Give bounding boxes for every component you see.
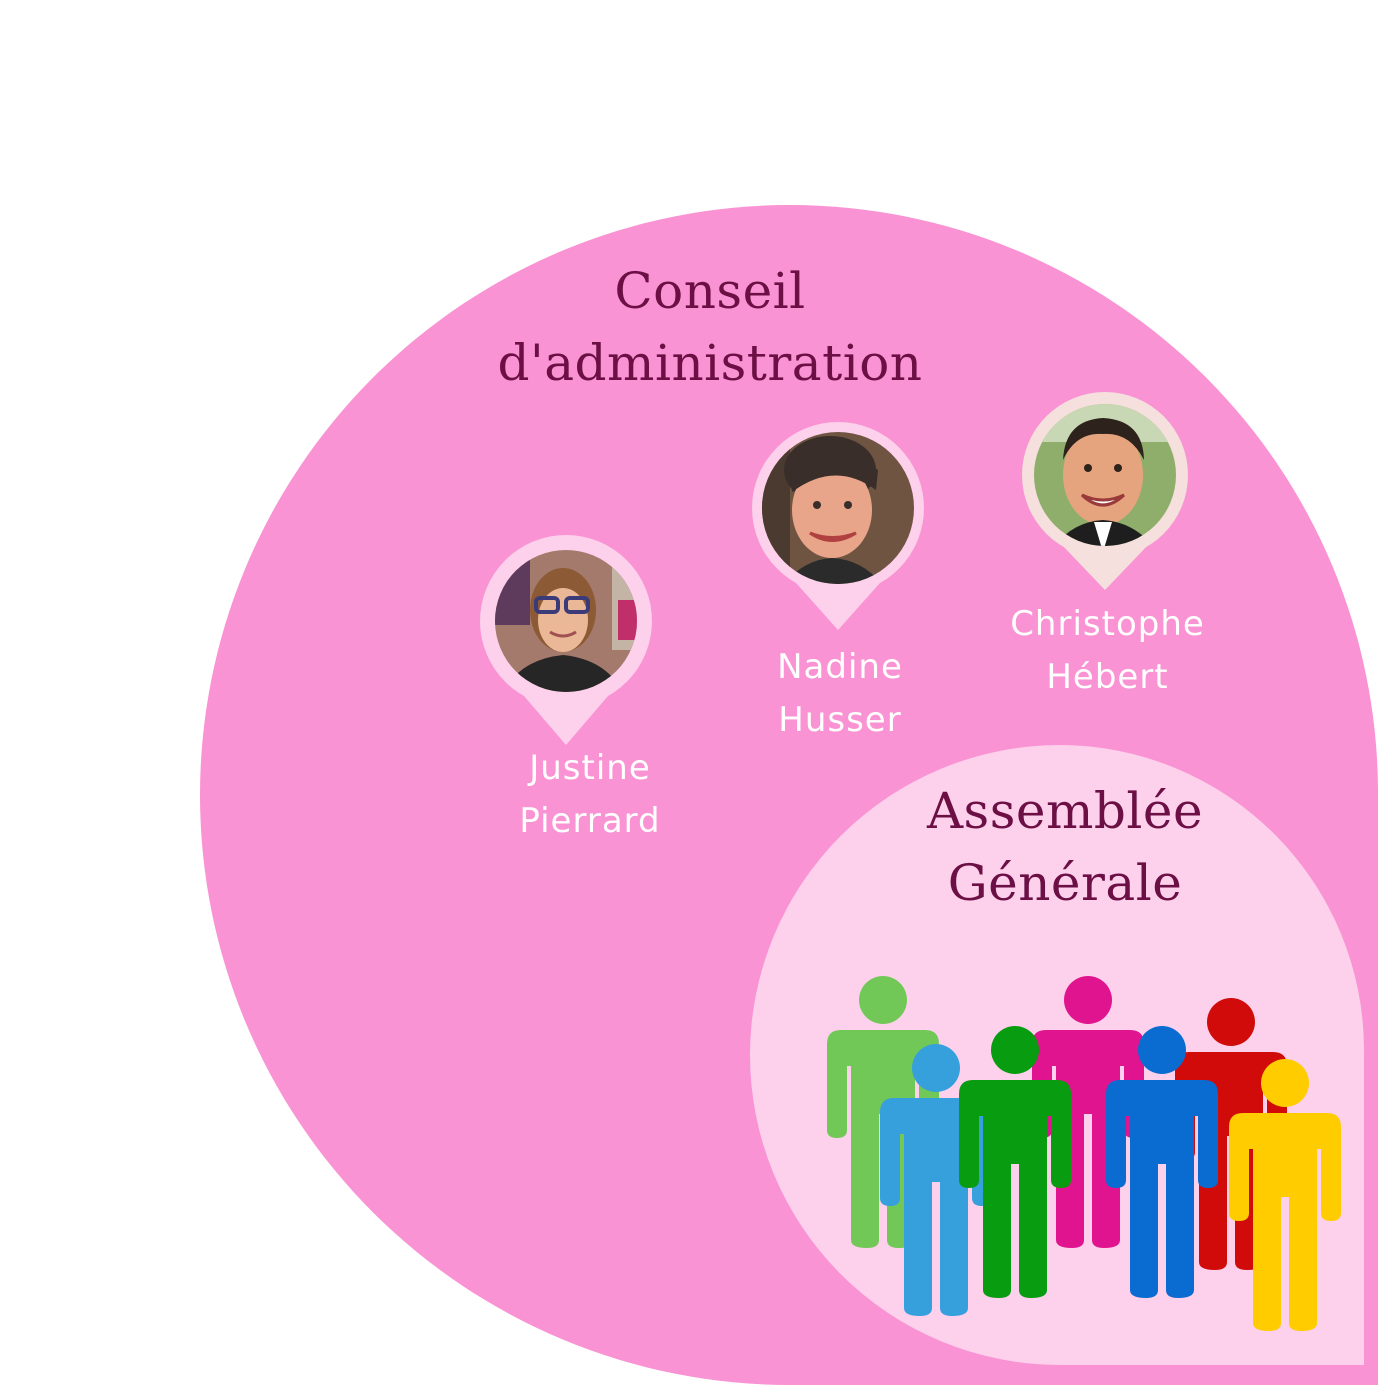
assembly-title-line1: Assemblée [926, 782, 1204, 840]
member-pin-christophe [1022, 392, 1188, 590]
member-name-nadine: Nadine Husser [720, 641, 960, 747]
assembly-title-line2: Générale [947, 854, 1183, 912]
portrait-photo-icon [762, 432, 914, 584]
people-group-icon [827, 976, 1341, 1331]
member-first-name: Nadine [777, 647, 903, 687]
board-title-line2: d'administration [497, 334, 923, 392]
member-first-name: Justine [529, 748, 651, 788]
board-title: Conseil d'administration [470, 255, 950, 399]
member-name-christophe: Christophe Hébert [975, 598, 1240, 704]
member-pin-justine [480, 535, 652, 745]
assembly-title: Assemblée Générale [880, 775, 1250, 919]
member-pin-nadine [752, 422, 924, 630]
member-last-name: Hébert [1046, 657, 1169, 697]
member-first-name: Christophe [1010, 604, 1205, 644]
member-name-justine: Justine Pierrard [470, 742, 710, 848]
person-figure [959, 1026, 1071, 1298]
person-figure [1106, 1026, 1218, 1298]
person-figure [1229, 1059, 1341, 1331]
board-title-line1: Conseil [614, 262, 806, 320]
member-last-name: Husser [778, 700, 902, 740]
member-last-name: Pierrard [519, 801, 661, 841]
